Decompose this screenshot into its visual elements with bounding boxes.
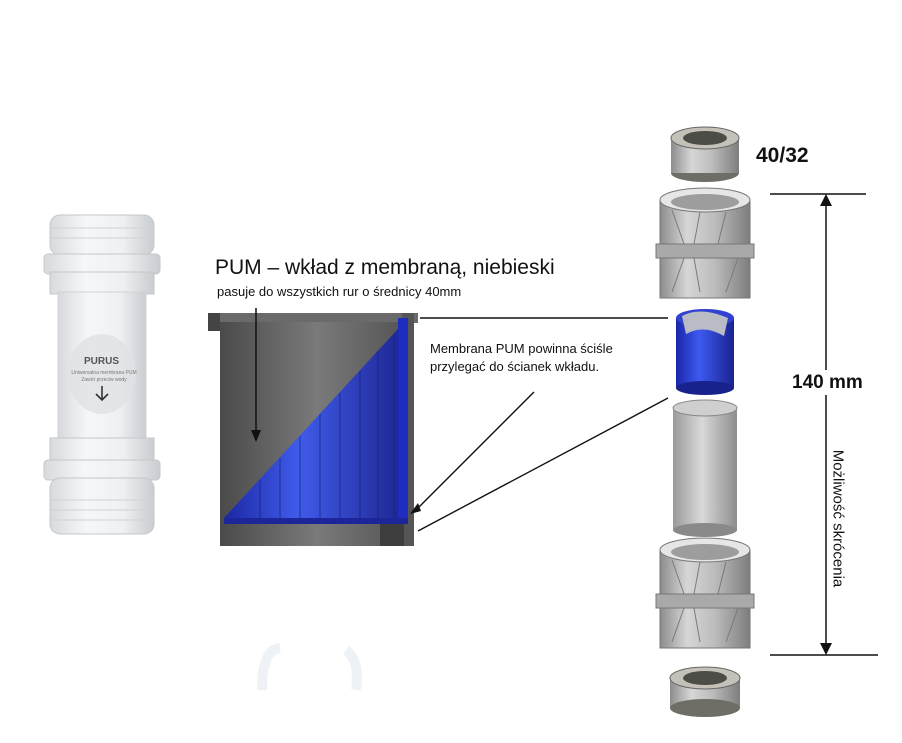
- exploded-view: [655, 126, 755, 717]
- coupling-nut-upper: [655, 187, 755, 299]
- coupling-nut-lower: [655, 537, 755, 649]
- reducer-ring-top: [670, 126, 740, 182]
- insert-subtitle: pasuje do wszystkich rur o średnicy 40mm: [217, 284, 462, 299]
- pipe-segment: [672, 399, 738, 537]
- callout-lines: [413, 317, 669, 532]
- reducer-ring-bottom: [669, 666, 741, 717]
- insert-title: PUM – wkład z membraną, niebieski: [215, 256, 555, 279]
- valve-brand-label: PURUS: [84, 356, 120, 367]
- shortening-label: Możliwość skrócenia: [829, 449, 847, 588]
- height-label: 140 mm: [790, 371, 865, 395]
- membrane-shape: [224, 318, 408, 518]
- membrane-note: Membrana PUM powinna ściśle przylegać do…: [430, 341, 613, 374]
- valve-subtitle-label: Uniwersalna membrana PUM Zawór przeciw w…: [71, 370, 137, 383]
- dimension-line: [770, 193, 878, 656]
- size-label: 40/32: [756, 144, 809, 167]
- arrow-down-icon: [95, 386, 109, 402]
- pum-membrane-cup: [676, 309, 734, 395]
- insert-cross-section: [208, 308, 418, 546]
- valve-product-image: [43, 214, 362, 691]
